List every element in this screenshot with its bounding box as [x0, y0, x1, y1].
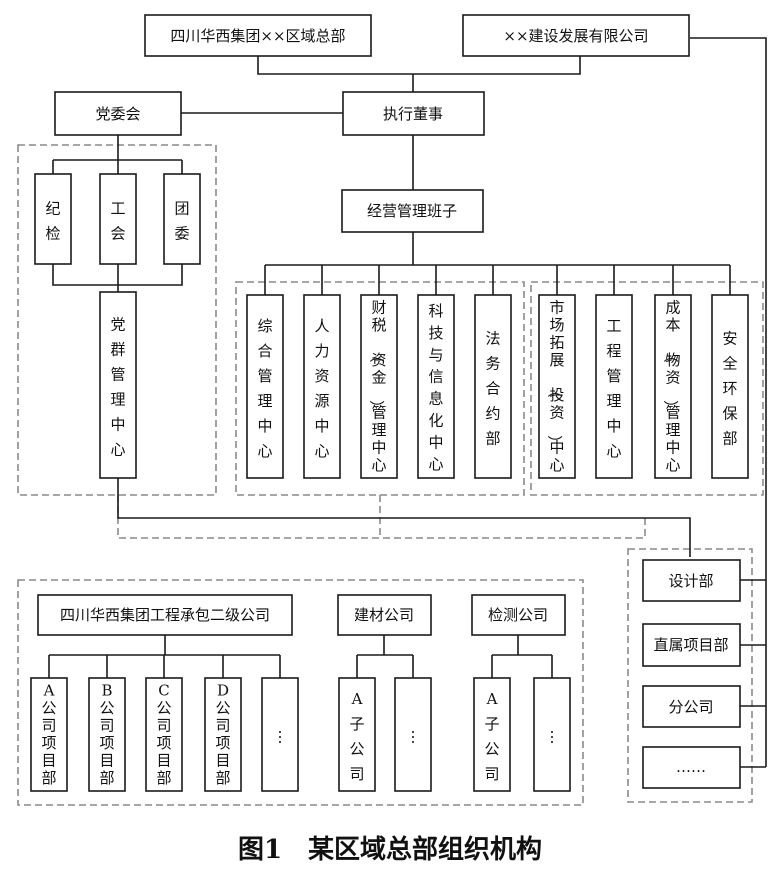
- node-right-more: ……: [642, 746, 741, 789]
- node-executive-director: 执行董事: [342, 91, 485, 136]
- node-materials-label: 建材公司: [354, 606, 414, 624]
- node-tech-info-label: 科技与信息化中心: [428, 302, 443, 473]
- figure-caption: 图1 某区域总部组织机构: [238, 834, 542, 865]
- node-testing-more: ⋮……: [533, 677, 571, 792]
- node-engineering-label: 工程管理中心: [606, 317, 621, 460]
- node-discipline: 纪检: [34, 173, 72, 265]
- node-safety: 安全环保部: [711, 294, 749, 479]
- node-contractor-label: 四川华西集团工程承包二级公司: [60, 606, 270, 624]
- node-management-team: 经营管理班子: [341, 189, 484, 233]
- node-cost-label: 成本（物资）管理中心: [661, 299, 680, 475]
- dashed-bus-lower: [117, 495, 646, 539]
- node-hq-label: 四川华西集团××区域总部: [170, 27, 345, 45]
- node-hr-label: 人力资源中心: [314, 317, 329, 460]
- node-contractor: 四川华西集团工程承包二级公司: [37, 594, 293, 636]
- node-testing-more-label: ⋮……: [545, 728, 560, 746]
- node-dept-more: ⋮……: [261, 677, 299, 792]
- node-discipline-label: 纪检: [45, 200, 60, 243]
- node-materials-more-label: ⋮……: [406, 728, 421, 746]
- node-executive-director-label: 执行董事: [383, 105, 443, 123]
- node-party-committee-label: 党委会: [95, 105, 140, 123]
- node-materials: 建材公司: [337, 594, 432, 636]
- functional-group-frame-right: [530, 281, 764, 496]
- node-direct-projects-label: 直属项目部: [653, 636, 728, 654]
- node-party-committee: 党委会: [54, 91, 182, 136]
- node-branch: 分公司: [642, 685, 741, 728]
- node-tech-info: 科技与信息化中心: [417, 294, 455, 479]
- node-union: 工会: [99, 173, 137, 265]
- node-engineering: 工程管理中心: [595, 294, 633, 479]
- node-union-label: 工会: [110, 200, 125, 243]
- node-dev-company-label: ××建设发展有限公司: [503, 27, 648, 45]
- node-materials-more: ⋮……: [394, 677, 432, 792]
- node-finance-label: 财税（资金）管理中心: [367, 299, 386, 475]
- node-party-center-label: 党群管理中心: [110, 316, 125, 459]
- connectors: [48, 37, 767, 768]
- node-youth-league: 团委: [163, 173, 201, 265]
- node-hq: 四川华西集团××区域总部: [144, 14, 372, 57]
- node-dept-more-label: ⋮……: [273, 728, 288, 746]
- node-testing-label: 检测公司: [488, 606, 548, 624]
- node-general-mgmt-label: 综合管理中心: [257, 317, 272, 460]
- node-testing: 检测公司: [471, 594, 566, 636]
- node-safety-label: 安全环保部: [722, 330, 737, 448]
- node-legal-label: 法务合约部: [485, 330, 500, 448]
- node-youth-league-label: 团委: [174, 200, 189, 243]
- node-general-mgmt: 综合管理中心: [246, 294, 284, 479]
- node-finance: 财税（资金）管理中心: [360, 294, 398, 479]
- node-party-center: 党群管理中心: [99, 291, 137, 479]
- node-design: 设计部: [642, 559, 741, 602]
- node-design-label: 设计部: [668, 572, 713, 590]
- node-direct-projects: 直属项目部: [642, 623, 741, 667]
- subsidiary-group-frame: [17, 579, 584, 806]
- node-market: 市场拓展（投资）中心: [538, 294, 576, 479]
- node-cost: 成本（物资）管理中心: [654, 294, 692, 479]
- node-legal: 法务合约部: [474, 294, 512, 479]
- node-management-team-label: 经营管理班子: [367, 202, 457, 220]
- node-branch-label: 分公司: [668, 698, 713, 716]
- party-group-frame: [17, 144, 217, 496]
- node-right-more-label: ……: [676, 758, 706, 776]
- node-dev-company: ××建设发展有限公司: [462, 14, 690, 57]
- node-market-label: 市场拓展（投资）中心: [545, 299, 564, 475]
- node-hr: 人力资源中心: [303, 294, 341, 479]
